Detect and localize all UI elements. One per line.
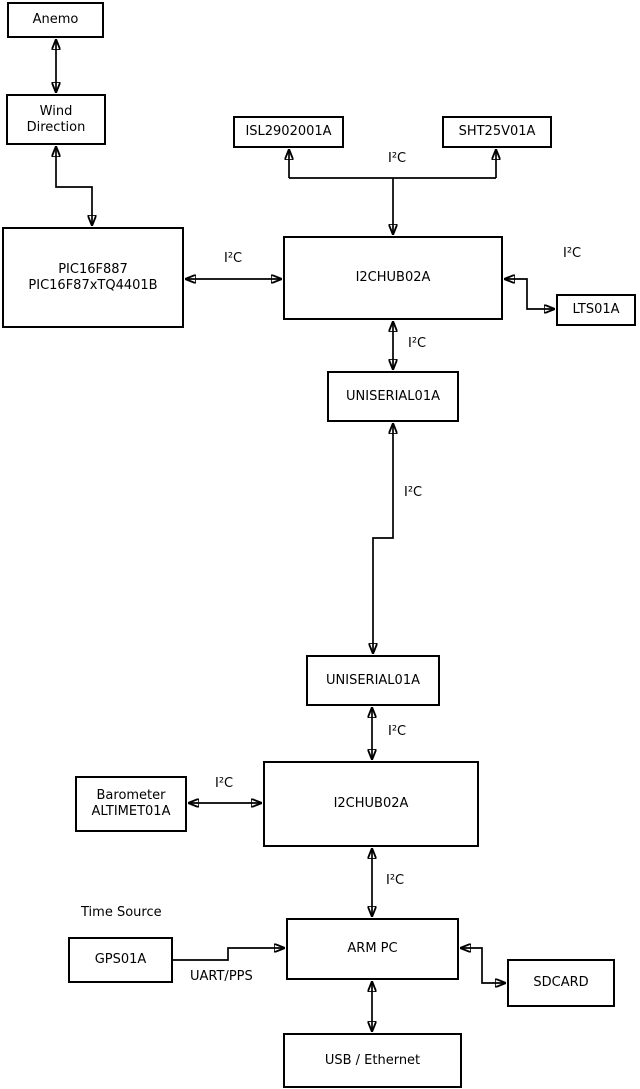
node-sht25v01a-label: SHT25V01A <box>458 124 536 139</box>
node-usb-ethernet-label: USB / Ethernet <box>324 1052 421 1068</box>
node-arm-pc-label: ARM PC <box>347 941 398 956</box>
label-i2c-sensor-trunk: I²C <box>388 151 407 166</box>
edge-gps-armpc <box>173 948 284 961</box>
label-i2c-barometer-hub2: I²C <box>215 776 234 791</box>
node-wind-direction: Wind Direction <box>6 94 106 145</box>
node-isl2902001a-label: ISL2902001A <box>245 124 332 139</box>
node-sdcard-label: SDCARD <box>533 975 589 990</box>
node-pic: PIC16F887 PIC16F87xTQ4401B <box>2 227 184 328</box>
label-i2c-pic-hub1: I²C <box>224 251 243 266</box>
label-i2c-hub1-lts: I²C <box>563 246 582 261</box>
node-i2chub02a-2-label: I2CHUB02A <box>333 796 409 811</box>
node-i2chub02a-1: I2CHUB02A <box>283 236 503 320</box>
node-pic-line2: PIC16F87xTQ4401B <box>28 277 158 293</box>
node-sht25v01a: SHT25V01A <box>442 116 552 148</box>
node-lts01a-label: LTS01A <box>572 302 620 317</box>
node-wind-direction-line1: Wind <box>39 103 73 119</box>
edge-wind-pic <box>56 147 92 225</box>
node-barometer-line2: ALTIMET01A <box>91 804 171 819</box>
edge-uniserial1-uniserial2 <box>373 424 393 653</box>
node-anemo: Anemo <box>7 2 104 38</box>
label-uart-pps: UART/PPS <box>190 969 253 984</box>
node-barometer-line1: Barometer <box>96 788 166 803</box>
node-uniserial01a-2-label: UNISERIAL01A <box>326 672 420 688</box>
node-pic-line1: PIC16F887 <box>58 261 128 277</box>
node-i2chub02a-2: I2CHUB02A <box>263 761 479 847</box>
edge-hub1-lts <box>505 279 554 309</box>
node-uniserial01a-1-label: UNISERIAL01A <box>346 388 440 404</box>
node-uniserial01a-1: UNISERIAL01A <box>327 371 459 422</box>
node-i2chub02a-1-label: I2CHUB02A <box>355 270 431 285</box>
node-anemo-label: Anemo <box>32 12 79 27</box>
label-i2c-uniserial2-hub2: I²C <box>388 724 407 739</box>
node-lts01a: LTS01A <box>556 294 636 326</box>
label-i2c-hub1-uniserial1: I²C <box>408 336 427 351</box>
node-barometer: Barometer ALTIMET01A <box>75 776 187 832</box>
node-wind-direction-line2: Direction <box>26 119 86 135</box>
node-usb-ethernet: USB / Ethernet <box>283 1033 462 1088</box>
node-arm-pc: ARM PC <box>286 918 459 980</box>
node-gps01a-label: GPS01A <box>94 952 147 967</box>
node-gps01a: GPS01A <box>68 937 173 983</box>
label-i2c-hub2-armpc: I²C <box>386 873 405 888</box>
edge-armpc-sdcard <box>461 948 505 983</box>
node-sdcard: SDCARD <box>507 959 615 1007</box>
label-time-source: Time Source <box>81 905 162 920</box>
node-isl2902001a: ISL2902001A <box>233 116 344 148</box>
node-uniserial01a-2: UNISERIAL01A <box>306 655 440 706</box>
label-i2c-uniserial-link: I²C <box>404 485 423 500</box>
